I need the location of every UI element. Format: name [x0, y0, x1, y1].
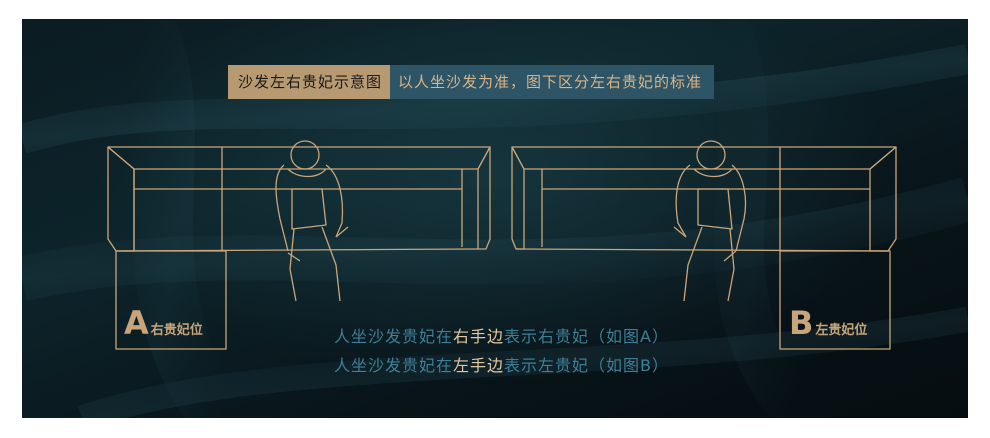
label-a-text: 右贵妃位	[150, 323, 203, 338]
position-label-a: A 右贵妃位	[124, 307, 203, 339]
explanation-line-1: 人坐沙发贵妃在右手边表示右贵妃（如图A）	[334, 323, 669, 347]
line1-highlight: 右手边	[453, 327, 505, 346]
label-b-letter: B	[789, 304, 814, 342]
banner-subtitle: 以人坐沙发为准，图下区分左右贵妃的标准	[390, 65, 715, 99]
line1-prefix: 人坐沙发贵妃在	[334, 327, 454, 346]
banner-title: 沙发左右贵妃示意图	[228, 65, 391, 99]
line2-suffix: 表示左贵妃（如图B）	[504, 356, 670, 375]
title-banner: 沙发左右贵妃示意图 以人坐沙发为准，图下区分左右贵妃的标准	[228, 65, 715, 99]
position-label-b: B 左贵妃位	[789, 307, 867, 339]
explanation-line-2: 人坐沙发贵妃在左手边表示左贵妃（如图B）	[334, 352, 669, 376]
sofa-a-outline	[107, 146, 491, 350]
line1-suffix: 表示右贵妃（如图A）	[504, 327, 669, 346]
label-b-text: 左贵妃位	[815, 323, 868, 338]
line2-prefix: 人坐沙发贵妃在	[334, 356, 454, 375]
label-a-letter: A	[124, 304, 149, 342]
seated-person-a	[275, 140, 349, 302]
seated-person-b	[673, 140, 747, 302]
line2-highlight: 左手边	[453, 356, 505, 375]
illustration-panel: 沙发左右贵妃示意图 以人坐沙发为准，图下区分左右贵妃的标准	[22, 19, 968, 418]
sofa-diagrams	[107, 140, 897, 350]
